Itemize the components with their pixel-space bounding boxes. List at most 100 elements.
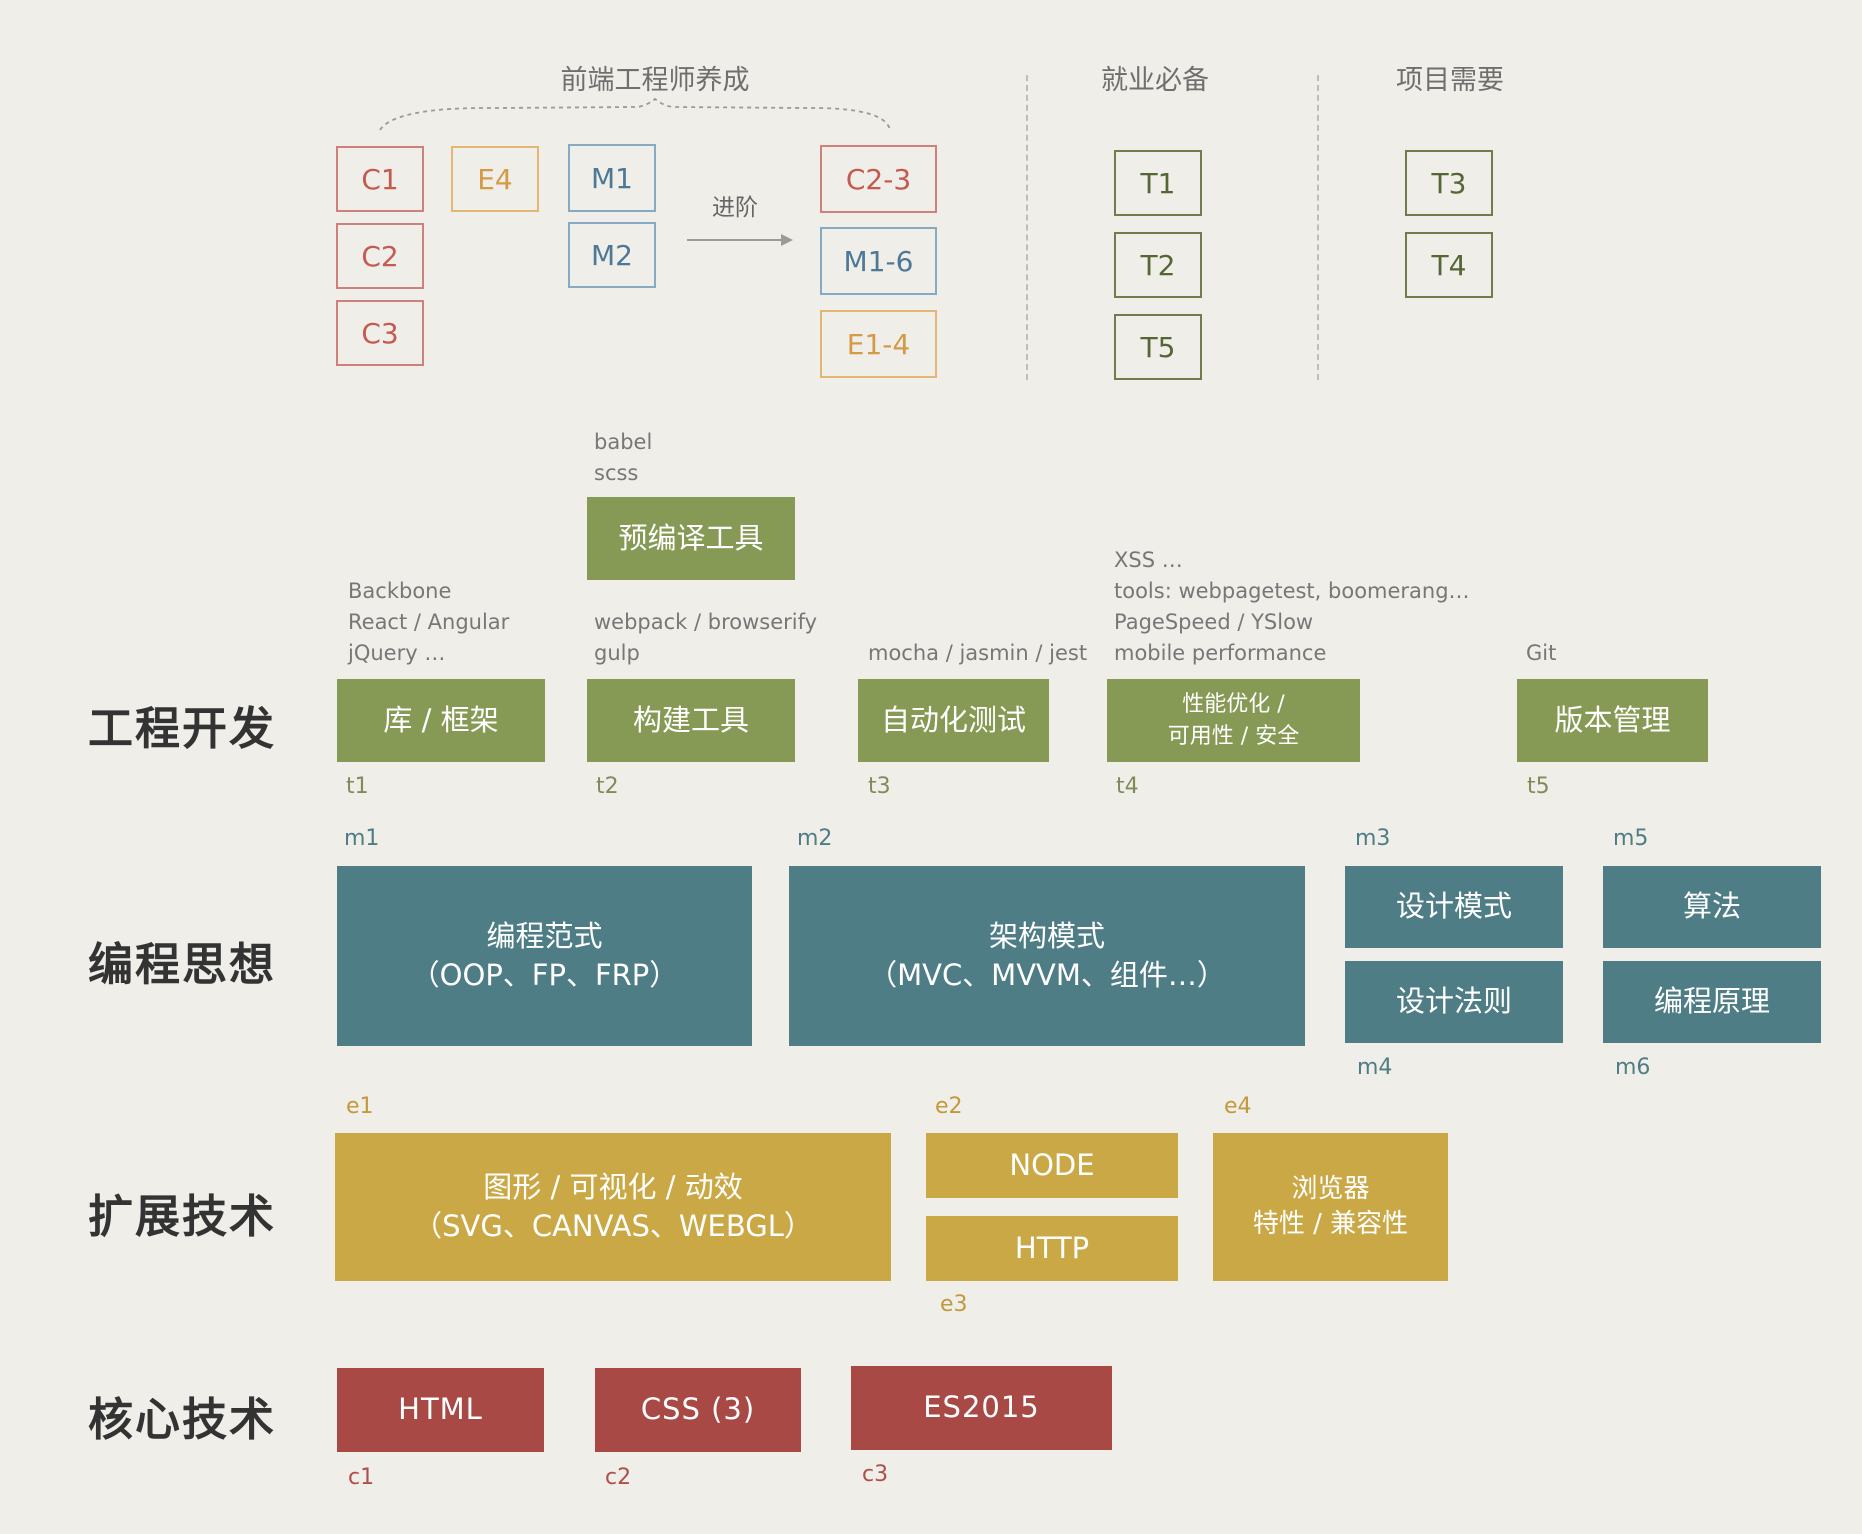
block-architecture-pattern: 架构模式 （MVC、MVVM、组件…） bbox=[789, 866, 1305, 1046]
note-react-angular: React / Angular bbox=[348, 610, 510, 634]
block-build-tools: 构建工具 bbox=[587, 679, 795, 762]
block-automated-testing: 自动化测试 bbox=[858, 679, 1049, 762]
legend-box-t3: T3 bbox=[1405, 150, 1493, 216]
legend-box-c2: C2 bbox=[336, 223, 424, 289]
note-mocha: mocha / jasmin / jest bbox=[868, 641, 1088, 665]
note-pagespeed: PageSpeed / YSlow bbox=[1114, 610, 1314, 634]
block-label-line1: 编程范式 bbox=[486, 918, 603, 953]
separator-line bbox=[1026, 75, 1028, 380]
block-graphics-visualization: 图形 / 可视化 / 动效 （SVG、CANVAS、WEBGL） bbox=[335, 1133, 891, 1281]
block-label: 构建工具 bbox=[632, 702, 749, 737]
block-label: 设计法则 bbox=[1395, 984, 1512, 1019]
tag-t2: t2 bbox=[596, 774, 619, 799]
note-scss: scss bbox=[594, 461, 639, 485]
note-jquery: jQuery … bbox=[348, 641, 446, 665]
tag-c1: c1 bbox=[348, 1465, 375, 1490]
row-label-engineering: 工程开发 bbox=[88, 702, 277, 755]
block-es2015: ES2015 bbox=[851, 1366, 1112, 1450]
tag-t3: t3 bbox=[868, 774, 891, 799]
tag-m5: m5 bbox=[1613, 826, 1649, 851]
tag-m3: m3 bbox=[1355, 826, 1391, 851]
block-label: 版本管理 bbox=[1554, 702, 1671, 737]
block-browser-compat: 浏览器 特性 / 兼容性 bbox=[1213, 1133, 1448, 1281]
block-label-line2: 特性 / 兼容性 bbox=[1252, 1209, 1409, 1239]
block-algorithms: 算法 bbox=[1603, 866, 1821, 948]
block-label: 预编译工具 bbox=[618, 520, 764, 555]
block-label: 编程原理 bbox=[1653, 984, 1770, 1019]
note-babel: babel bbox=[594, 430, 653, 454]
legend-box-t5: T5 bbox=[1114, 314, 1202, 380]
note-gulp: gulp bbox=[594, 641, 640, 665]
tag-m2: m2 bbox=[797, 826, 833, 851]
separator-line bbox=[1317, 75, 1319, 380]
note-backbone: Backbone bbox=[348, 579, 452, 603]
legend-box-c3: C3 bbox=[336, 300, 424, 366]
cultivation-title: 前端工程师养成 bbox=[560, 65, 750, 96]
row-label-core: 核心技术 bbox=[88, 1393, 277, 1446]
block-label-line2: （SVG、CANVAS、WEBGL） bbox=[413, 1209, 813, 1243]
tag-e4: e4 bbox=[1224, 1094, 1252, 1119]
advance-arrow bbox=[687, 234, 793, 246]
block-programming-theory: 编程原理 bbox=[1603, 961, 1821, 1043]
block-label: 设计模式 bbox=[1395, 889, 1512, 924]
block-performance-security: 性能优化 / 可用性 / 安全 bbox=[1107, 679, 1360, 762]
block-version-control: 版本管理 bbox=[1517, 679, 1708, 762]
note-mobile-performance: mobile performance bbox=[1114, 641, 1327, 665]
legend-box-e1-4: E1-4 bbox=[820, 310, 937, 378]
cultivation-brace bbox=[379, 97, 891, 131]
project-title: 项目需要 bbox=[1396, 65, 1504, 96]
tag-e3: e3 bbox=[940, 1292, 968, 1317]
block-html: HTML bbox=[337, 1368, 544, 1452]
block-label: CSS (3) bbox=[640, 1392, 756, 1427]
legend-box-e4: E4 bbox=[451, 146, 539, 212]
block-design-patterns: 设计模式 bbox=[1345, 866, 1563, 948]
block-label: NODE bbox=[1009, 1147, 1095, 1182]
row-label-thinking: 编程思想 bbox=[88, 938, 277, 991]
block-label: HTTP bbox=[1014, 1230, 1090, 1265]
legend-box-t4: T4 bbox=[1405, 232, 1493, 298]
legend-box-m2: M2 bbox=[568, 222, 656, 288]
block-library-framework: 库 / 框架 bbox=[337, 679, 545, 762]
block-label: 算法 bbox=[1682, 889, 1741, 924]
tag-m1: m1 bbox=[344, 826, 380, 851]
block-label-line2: （MVC、MVVM、组件…） bbox=[868, 958, 1226, 992]
tag-t4: t4 bbox=[1116, 774, 1139, 799]
advance-label: 进阶 bbox=[712, 195, 758, 221]
legend-box-c2-3: C2-3 bbox=[820, 145, 937, 213]
block-label-line2: （OOP、FP、FRP） bbox=[410, 958, 679, 992]
block-label: HTML bbox=[398, 1392, 483, 1427]
legend-box-m1: M1 bbox=[568, 144, 656, 212]
block-label-line1: 性能优化 / bbox=[1182, 691, 1285, 717]
tag-t5: t5 bbox=[1527, 774, 1550, 799]
note-tools: tools: webpagetest, boomerang… bbox=[1114, 579, 1470, 603]
legend-box-m1-6: M1-6 bbox=[820, 227, 937, 295]
block-label: ES2015 bbox=[923, 1390, 1040, 1425]
block-node: NODE bbox=[926, 1133, 1178, 1198]
block-precompile-tools: 预编译工具 bbox=[587, 497, 795, 580]
employment-title: 就业必备 bbox=[1101, 65, 1209, 96]
note-webpack: webpack / browserify bbox=[594, 610, 818, 634]
tag-m6: m6 bbox=[1615, 1055, 1651, 1080]
legend-box-t1: T1 bbox=[1114, 150, 1202, 216]
tag-m4: m4 bbox=[1357, 1055, 1393, 1080]
block-label-line1: 图形 / 可视化 / 动效 bbox=[483, 1169, 743, 1204]
note-xss: XSS … bbox=[1114, 548, 1183, 572]
block-design-principles: 设计法则 bbox=[1345, 961, 1563, 1043]
block-css: CSS (3) bbox=[595, 1368, 801, 1452]
tag-c3: c3 bbox=[862, 1462, 889, 1487]
note-git: Git bbox=[1526, 641, 1557, 665]
block-programming-paradigm: 编程范式 （OOP、FP、FRP） bbox=[337, 866, 752, 1046]
block-label: 库 / 框架 bbox=[383, 702, 499, 737]
block-http: HTTP bbox=[926, 1216, 1178, 1281]
tag-c2: c2 bbox=[605, 1465, 632, 1490]
block-label-line1: 浏览器 bbox=[1291, 1173, 1370, 1204]
tag-t1: t1 bbox=[346, 774, 369, 799]
row-label-extension: 扩展技术 bbox=[88, 1190, 277, 1243]
tag-e1: e1 bbox=[346, 1094, 374, 1119]
legend-box-t2: T2 bbox=[1114, 232, 1202, 298]
legend-box-c1: C1 bbox=[336, 146, 424, 212]
block-label-line1: 架构模式 bbox=[988, 918, 1105, 953]
block-label-line2: 可用性 / 安全 bbox=[1167, 723, 1300, 749]
tag-e2: e2 bbox=[935, 1094, 963, 1119]
block-label: 自动化测试 bbox=[880, 702, 1026, 737]
